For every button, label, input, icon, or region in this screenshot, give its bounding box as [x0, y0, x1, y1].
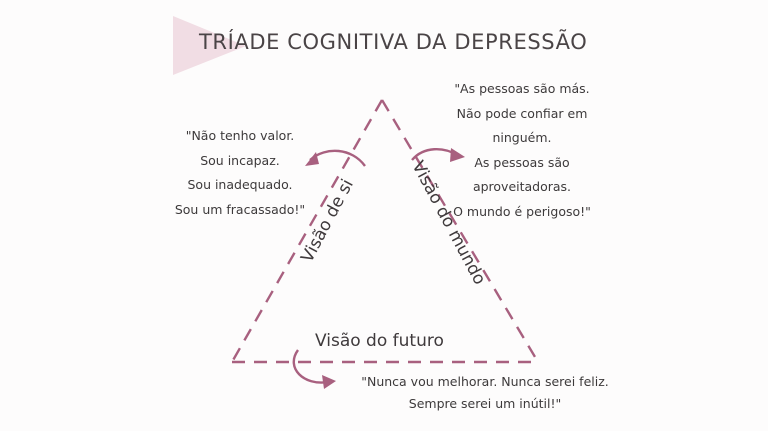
quote-line: Sempre serei um inútil!": [408, 396, 562, 411]
curved-arrow-icon: [292, 349, 336, 389]
quote-world: "As pessoas são más. Não pode confiar em…: [442, 77, 602, 224]
quote-line: ninguém.: [492, 130, 552, 145]
title-flag-shape: [173, 16, 246, 75]
triangle-right-edge: [380, 99, 540, 363]
quote-self: "Não tenho valor. Sou incapaz. Sou inade…: [150, 124, 330, 222]
quote-line: "As pessoas são más.: [454, 81, 590, 96]
page-title: TRÍADE COGNITIVA DA DEPRESSÃO: [199, 30, 588, 54]
curved-arrow-icon: [305, 149, 366, 167]
quote-line: "Não tenho valor.: [185, 128, 295, 143]
side-label-future: Visão do futuro: [315, 331, 444, 351]
quote-future: "Nunca vou melhorar. Nunca serei feliz. …: [335, 371, 635, 415]
quote-line: As pessoas são: [474, 154, 570, 170]
quote-line: aproveitadoras.: [472, 179, 572, 194]
curved-arrow-icon: [411, 148, 465, 162]
quote-line: Sou inadequado.: [187, 177, 293, 192]
triangle-left-edge: [230, 99, 384, 363]
quote-line: "Nunca vou melhorar. Nunca serei feliz.: [361, 374, 609, 389]
quote-line: Não pode confiar em: [456, 105, 588, 121]
quote-line: O mundo é perigoso!": [453, 203, 591, 219]
quote-line: Sou incapaz.: [200, 152, 280, 168]
quote-line: Sou um fracassado!": [174, 201, 306, 217]
